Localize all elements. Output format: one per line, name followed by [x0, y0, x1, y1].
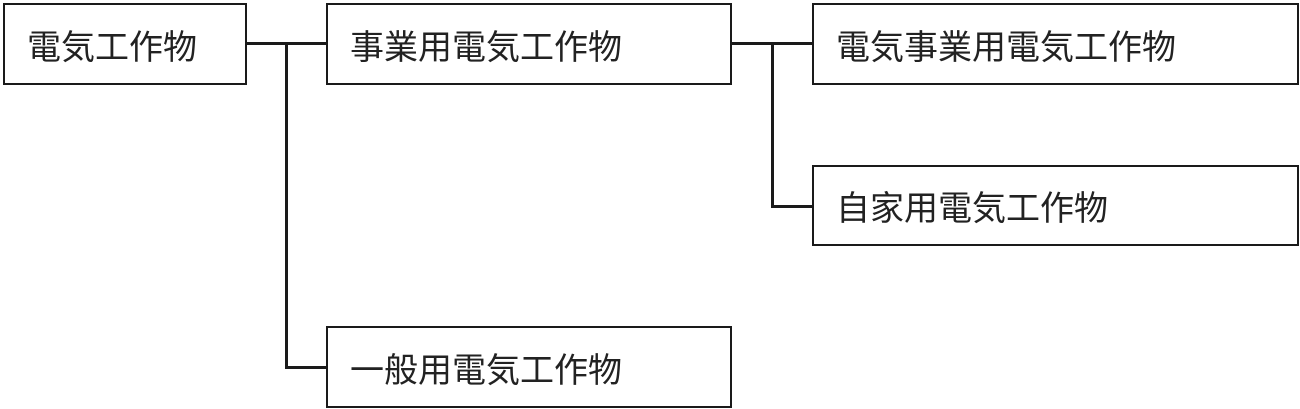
- edge-business-trunk: [771, 42, 774, 208]
- node-label: 事業用電気工作物: [350, 27, 622, 68]
- node-general-electric-facilities: 一般用電気工作物: [326, 326, 732, 408]
- edge-root-to-general: [285, 366, 326, 369]
- edge-business-to-private: [771, 205, 812, 208]
- node-label: 電気事業用電気工作物: [836, 27, 1176, 68]
- node-utility-electric-facilities: 電気事業用電気工作物: [812, 3, 1299, 85]
- node-private-electric-facilities: 自家用電気工作物: [812, 165, 1299, 246]
- node-electric-facilities: 電気工作物: [3, 3, 247, 85]
- node-label: 自家用電気工作物: [836, 189, 1108, 229]
- node-business-electric-facilities: 事業用電気工作物: [326, 3, 732, 85]
- node-label: 電気工作物: [27, 27, 197, 68]
- edge-root-trunk: [285, 42, 288, 369]
- node-label: 一般用電気工作物: [350, 350, 622, 391]
